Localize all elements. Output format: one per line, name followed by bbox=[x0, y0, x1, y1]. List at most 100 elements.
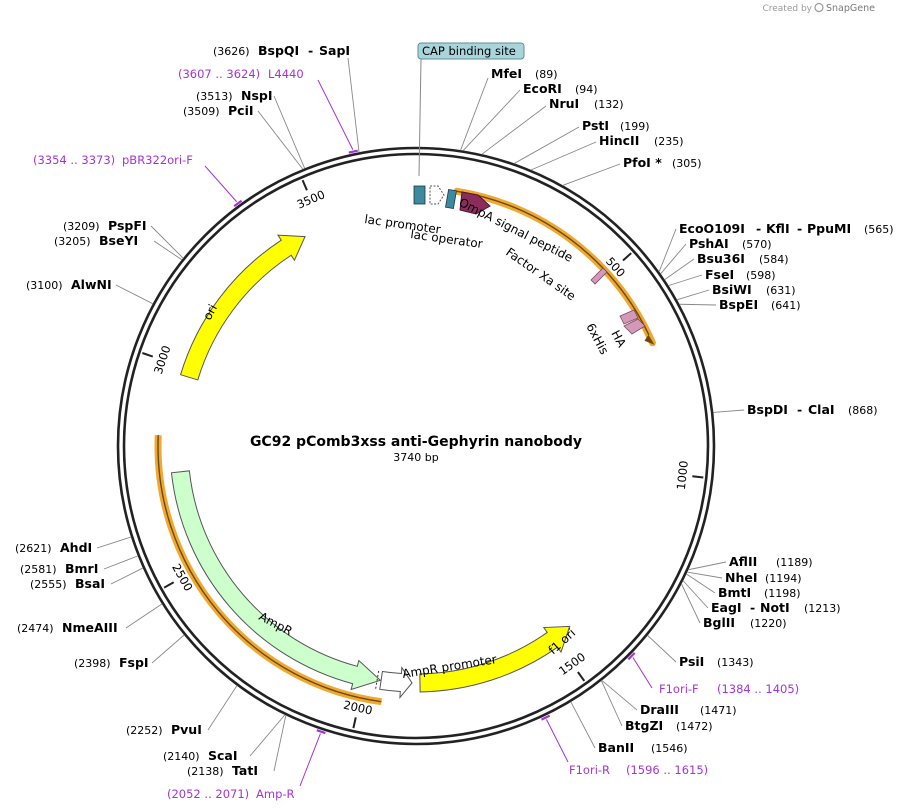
tick-3000 bbox=[142, 352, 154, 358]
his-tag-arrow[interactable] bbox=[619, 309, 639, 325]
site-ecoo109i-name[interactable]: EcoO109I bbox=[679, 221, 745, 236]
primer-l4440-name[interactable]: L4440 bbox=[268, 67, 304, 81]
ompa-arrow[interactable] bbox=[459, 191, 491, 215]
tick-500 bbox=[622, 252, 632, 262]
site-banii-name[interactable]: BanII bbox=[598, 740, 634, 755]
primer-mark-amp-r[interactable] bbox=[316, 729, 326, 735]
site-noti-name[interactable]: NotI bbox=[760, 600, 790, 615]
leader-alwni bbox=[115, 284, 154, 305]
primer-mark-pbr322ori-f[interactable] bbox=[233, 199, 243, 207]
site-tati-name[interactable]: TatI bbox=[232, 763, 258, 778]
site-pvui-name[interactable]: PvuI bbox=[171, 722, 202, 737]
primer-f1ori-f-name[interactable]: F1ori-F bbox=[659, 682, 699, 696]
site-pspfi-name[interactable]: PspFI bbox=[108, 218, 147, 233]
ampr-promoter-arrow[interactable] bbox=[379, 666, 413, 699]
site-mfei-pos: (89) bbox=[535, 68, 558, 81]
tick-2000 bbox=[352, 717, 357, 729]
primer-f1ori-r-name[interactable]: F1ori-R bbox=[569, 763, 610, 777]
f1-ori-arrow[interactable] bbox=[419, 625, 571, 693]
lac-promoter-arrow[interactable] bbox=[429, 185, 445, 205]
site-ahdi-pos: (2621) bbox=[15, 542, 52, 555]
leader-pvui bbox=[207, 685, 238, 731]
site-pshai-name[interactable]: PshAI bbox=[689, 236, 729, 251]
ampr-arrow[interactable] bbox=[170, 470, 382, 691]
site-bsu36i-name[interactable]: Bsu36I bbox=[697, 251, 745, 266]
site-psti-name[interactable]: PstI bbox=[582, 118, 609, 133]
site-scai-name[interactable]: ScaI bbox=[208, 748, 238, 763]
primer-amp-r-name[interactable]: Amp-R bbox=[256, 787, 295, 801]
site-ecori-name[interactable]: EcoRI bbox=[523, 81, 562, 96]
site-bmti-name[interactable]: BmtI bbox=[718, 585, 751, 600]
site-mfei-name[interactable]: MfeI bbox=[491, 66, 522, 81]
site-eagi-name[interactable]: EagI bbox=[711, 600, 742, 615]
site-kfli-name[interactable]: KflI bbox=[766, 221, 790, 236]
cap-binding-site-box[interactable] bbox=[417, 42, 525, 60]
site-alwni-name[interactable]: AlwNI bbox=[71, 277, 112, 292]
site-draiii-name[interactable]: DraIII bbox=[640, 702, 679, 717]
lac-operator-box[interactable] bbox=[445, 188, 457, 210]
site-nmeaiii-name[interactable]: NmeAIII bbox=[62, 620, 118, 635]
site-sapi-sep: - bbox=[308, 43, 313, 58]
site-pcii-name[interactable]: PciI bbox=[228, 103, 254, 118]
primer-pbr322ori-f-name[interactable]: pBR322ori-F bbox=[122, 153, 193, 167]
leader-pshai bbox=[660, 243, 687, 275]
site-fsei-name[interactable]: FseI bbox=[705, 267, 734, 282]
ori-label: ori bbox=[200, 302, 220, 322]
primer-mark-f1ori-r[interactable] bbox=[541, 714, 551, 721]
tick-2500 bbox=[163, 581, 175, 589]
site-btgzi-name[interactable]: BtgZI bbox=[625, 718, 663, 733]
leader-psti bbox=[513, 126, 580, 164]
leader-btgzi bbox=[600, 680, 623, 727]
site-ahdi-name[interactable]: AhdI bbox=[60, 540, 92, 555]
lac-operator-label: lac operator bbox=[410, 227, 484, 251]
site-bsiwi-pos: (631) bbox=[766, 284, 796, 297]
ha-tag-arrow[interactable] bbox=[623, 318, 646, 335]
site-nrui-name[interactable]: NruI bbox=[549, 96, 579, 111]
leader-bspdi bbox=[713, 409, 745, 413]
leader-bsai bbox=[110, 567, 144, 585]
site-psii-name[interactable]: PsiI bbox=[679, 654, 704, 669]
restriction-site-labels: MfeI (89) EcoRI (94) NruI (132) PstI (19… bbox=[15, 43, 894, 778]
his-tag-label: 6xHis bbox=[583, 321, 611, 357]
leader-psii bbox=[647, 634, 677, 663]
site-fspi-name[interactable]: FspI bbox=[119, 655, 149, 670]
site-nhei-name[interactable]: NheI bbox=[725, 570, 758, 585]
site-bsiwi-name[interactable]: BsiWI bbox=[712, 282, 752, 297]
factor-xa-arrow[interactable] bbox=[590, 267, 608, 285]
site-pfoi-name[interactable]: PfoI * bbox=[623, 155, 662, 170]
site-sapi-name[interactable]: SapI bbox=[319, 43, 350, 58]
insert-highlight-line bbox=[456, 190, 650, 336]
site-aflii-name[interactable]: AflII bbox=[729, 554, 757, 569]
leader-eagi bbox=[682, 580, 709, 609]
site-bmti-pos: (1198) bbox=[764, 587, 801, 600]
site-clai-name[interactable]: ClaI bbox=[808, 402, 835, 417]
primer-mark-f1ori-f[interactable] bbox=[627, 652, 636, 661]
ori-arrow[interactable] bbox=[179, 234, 306, 381]
site-ppumi-name[interactable]: PpuMI bbox=[807, 221, 851, 236]
site-bseyi-name[interactable]: BseYI bbox=[99, 233, 138, 248]
site-bsai-name[interactable]: BsaI bbox=[75, 576, 105, 591]
leader-bsiwi bbox=[676, 289, 710, 301]
site-bspqi-name[interactable]: BspQI bbox=[258, 43, 299, 58]
leader-nrui bbox=[481, 105, 547, 155]
site-hincii-pos: (235) bbox=[654, 135, 684, 148]
primer-mark-l4440[interactable] bbox=[348, 149, 358, 154]
site-bglii-name[interactable]: BglII bbox=[703, 615, 735, 630]
site-bspdi-name[interactable]: BspDI bbox=[747, 402, 788, 417]
site-pspfi-pos: (3209) bbox=[63, 220, 100, 233]
site-pvui-pos: (2252) bbox=[126, 724, 163, 737]
leader-aflii bbox=[688, 561, 727, 571]
site-bmri-name[interactable]: BmrI bbox=[65, 561, 98, 576]
site-bspei-name[interactable]: BspEI bbox=[719, 297, 758, 312]
lac-promoter-box[interactable] bbox=[413, 185, 426, 205]
site-nspi-name[interactable]: NspI bbox=[241, 88, 273, 103]
site-fsei-pos: (598) bbox=[746, 269, 776, 282]
tick-label-1000: 1000 bbox=[674, 460, 691, 491]
feature-arrows bbox=[154, 185, 656, 706]
site-hincii-name[interactable]: HincII bbox=[599, 133, 639, 148]
site-banii-pos: (1546) bbox=[651, 742, 688, 755]
primer-leader-l4440 bbox=[317, 79, 354, 150]
tick-label-3000: 3000 bbox=[151, 344, 174, 376]
primer-leader-pbr322ori-f bbox=[204, 165, 238, 203]
leader-nspi bbox=[273, 95, 306, 169]
